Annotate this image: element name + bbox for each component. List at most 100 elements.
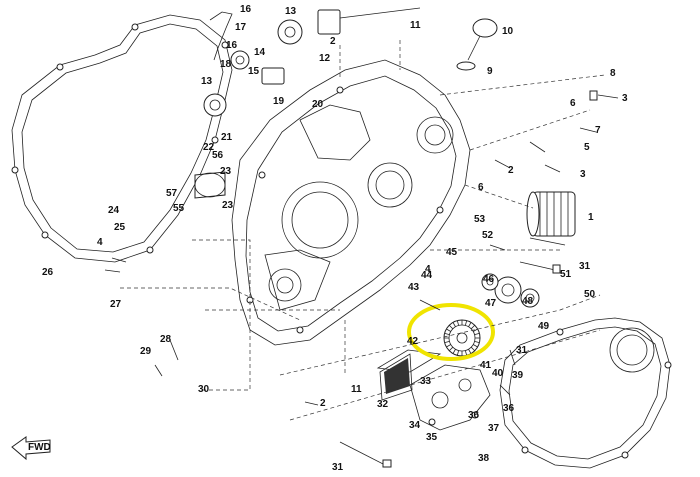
- part-label: 34: [409, 420, 421, 431]
- highlight-circle: [407, 303, 495, 361]
- part-label: 14: [254, 47, 266, 58]
- part-label: 38: [478, 453, 490, 464]
- oil-pump-assembly: [409, 364, 491, 431]
- fwd-arrow-icon: FWD: [11, 436, 51, 461]
- part-label: 5: [584, 142, 590, 153]
- oil-strainer: [376, 349, 442, 401]
- part-label: 47: [485, 298, 497, 309]
- part-label: 4: [97, 237, 103, 248]
- part-label: 13: [201, 76, 213, 87]
- part-label: 41: [480, 360, 492, 371]
- part-label: 2: [330, 36, 336, 47]
- gear-tooth: [448, 324, 454, 330]
- part-label: 26: [42, 267, 54, 278]
- part-label: 37: [488, 423, 500, 434]
- part-label: 51: [560, 269, 572, 280]
- part-label: 2: [320, 398, 326, 409]
- part-label: 44: [421, 270, 433, 281]
- part-label: 23: [220, 166, 232, 177]
- part-label: 19: [273, 96, 285, 107]
- part-label: 1: [588, 212, 594, 223]
- part-label: 57: [166, 188, 178, 199]
- part-label: 56: [212, 150, 224, 161]
- balancer-gears: [481, 273, 540, 308]
- part-label: 27: [110, 299, 122, 310]
- top-components: [209, 7, 498, 85]
- part-label: 4: [425, 264, 431, 275]
- part-label: 40: [492, 368, 504, 379]
- part-label: 24: [108, 205, 120, 216]
- part-label: 20: [312, 99, 324, 110]
- left-cover-gasket: [11, 14, 233, 263]
- part-label: 31: [516, 345, 528, 356]
- part-label: 3: [622, 93, 628, 104]
- part-label: 49: [538, 321, 550, 332]
- part-label: 32: [377, 399, 389, 410]
- part-label: 31: [579, 261, 591, 272]
- fwd-label: FWD: [28, 442, 51, 453]
- part-label: 48: [522, 296, 534, 307]
- gear-tooth: [474, 332, 480, 336]
- gear-tooth: [444, 340, 450, 344]
- part-label: 7: [595, 125, 601, 136]
- crankcase-body: [231, 59, 471, 346]
- part-label: 6: [570, 98, 576, 109]
- gear-tooth: [473, 328, 478, 332]
- part-label: 6: [478, 182, 484, 193]
- part-label: 15: [248, 66, 260, 77]
- part-label: 3: [580, 169, 586, 180]
- part-label: 12: [319, 53, 331, 64]
- part-label: 11: [351, 384, 362, 395]
- part-label: 50: [584, 289, 596, 300]
- gear-tooth: [456, 320, 460, 326]
- gear-tooth: [464, 350, 468, 356]
- part-label: 43: [408, 282, 420, 293]
- gear-tooth: [446, 344, 451, 348]
- part-label: 8: [610, 68, 616, 79]
- gear-tooth: [464, 320, 468, 326]
- gear-tooth: [452, 349, 456, 354]
- bolts: [104, 90, 619, 468]
- gear-tooth: [444, 332, 450, 336]
- part-label: 55: [173, 203, 185, 214]
- part-label: 36: [468, 410, 480, 421]
- leader-lines: [120, 40, 606, 421]
- part-label: 17: [235, 22, 247, 33]
- part-label: 29: [140, 346, 152, 357]
- bearings-left: [194, 19, 303, 199]
- part-label: 53: [474, 214, 486, 225]
- gear-tooth: [448, 346, 454, 352]
- gear-tooth: [452, 322, 456, 327]
- part-label: 13: [285, 6, 297, 17]
- gear-tooth: [468, 349, 472, 354]
- part-label: 36: [503, 403, 515, 414]
- gear-tooth: [456, 350, 460, 356]
- part-label: 31: [332, 462, 344, 473]
- part-label: 42: [407, 336, 419, 347]
- part-label: 52: [482, 230, 494, 241]
- part-label: 45: [446, 247, 458, 258]
- gear-tooth: [468, 322, 472, 327]
- part-label: 39: [512, 370, 524, 381]
- oil-filter: [526, 191, 576, 237]
- gear-tooth: [470, 346, 476, 352]
- part-label: 22: [203, 142, 215, 153]
- gear-tooth: [446, 328, 451, 332]
- oil-pump-drive-gear: [443, 319, 481, 357]
- part-label: 16: [240, 4, 252, 15]
- part-label: 18: [220, 59, 232, 70]
- part-label: 28: [160, 334, 172, 345]
- part-labels: 1 2 2 2 3 3 4 4 5 6 6 7 8 9 10 11 11 12 …: [42, 4, 628, 473]
- part-label: 33: [420, 376, 432, 387]
- part-label: 11: [410, 20, 421, 31]
- part-label: 23: [222, 200, 234, 211]
- gear-tooth: [470, 324, 476, 330]
- part-label: 10: [502, 26, 514, 37]
- part-label: 30: [198, 384, 210, 395]
- part-label: 2: [508, 165, 514, 176]
- gear-tooth: [474, 340, 480, 344]
- part-label: 35: [426, 432, 438, 443]
- right-cover-gasket: [499, 317, 672, 469]
- gear-tooth: [473, 344, 478, 348]
